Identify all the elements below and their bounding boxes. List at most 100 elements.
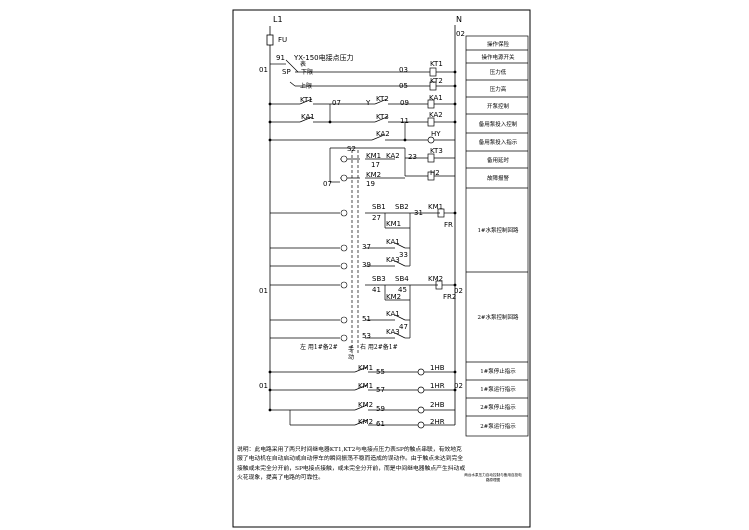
legend-item: 1#泵停止指示 bbox=[480, 369, 516, 375]
kt1-coil-label: KT1 bbox=[430, 60, 443, 68]
wire-59: 59 bbox=[376, 405, 385, 413]
hr2-label: 2HR bbox=[430, 418, 445, 426]
legend-item: 备用泵投入指示 bbox=[478, 140, 518, 146]
legend-item: 1#泵运行指示 bbox=[480, 387, 516, 393]
y-mark: Y bbox=[366, 99, 371, 107]
node-01-low: 01 bbox=[259, 382, 268, 390]
rail-label-n: N bbox=[456, 15, 462, 24]
ka1-contact-label: KA1 bbox=[301, 113, 315, 121]
sb2-label: SB2 bbox=[395, 203, 409, 211]
hb1-label: 1HB bbox=[430, 364, 445, 372]
fr2-label: FR2 bbox=[443, 293, 457, 301]
wire-05: 05 bbox=[399, 82, 408, 90]
sb1-label: SB1 bbox=[372, 203, 386, 211]
wire-19: 19 bbox=[366, 180, 375, 188]
wire-31: 31 bbox=[414, 209, 423, 217]
legend-item: 1#水泵控制回路 bbox=[477, 228, 519, 234]
wire-61: 61 bbox=[376, 420, 385, 428]
legend-item: 操作保险 bbox=[486, 41, 509, 48]
node-01-mid: 01 bbox=[259, 287, 268, 295]
wire-17: 17 bbox=[371, 161, 380, 169]
wire-41: 41 bbox=[372, 286, 381, 294]
gauge-sub-label: 表 bbox=[300, 61, 307, 68]
km2-coil-label: KM2 bbox=[428, 275, 444, 283]
wire-27: 27 bbox=[372, 214, 381, 222]
kt3-coil-label: KT3 bbox=[430, 147, 443, 155]
wire-51: 51 bbox=[362, 315, 371, 323]
ka2-contact-label: KA2 bbox=[376, 130, 390, 138]
legend-item: 2#泵运行指示 bbox=[480, 424, 516, 430]
legend-item: 2#水泵控制回路 bbox=[477, 315, 519, 321]
sp-label: SP bbox=[282, 68, 291, 76]
hr1-label: 1HR bbox=[430, 382, 445, 390]
legend-item: 故障报警 bbox=[486, 176, 509, 182]
wire-11: 11 bbox=[400, 117, 409, 125]
node-02-mid: 02 bbox=[454, 287, 463, 295]
upper-limit-label: 上限 bbox=[300, 83, 313, 90]
ka1-p1-label: KA1 bbox=[386, 238, 400, 246]
wire-37: 37 bbox=[362, 243, 371, 251]
legend-item: 压力高 bbox=[489, 86, 507, 93]
km2-ind-a: KM2 bbox=[358, 401, 374, 409]
wire-03: 03 bbox=[399, 66, 408, 74]
legend-item: 备用泵投入控制 bbox=[478, 121, 518, 128]
ka1-p2-label: KA1 bbox=[386, 310, 400, 318]
wire-39: 39 bbox=[362, 261, 371, 269]
h2-lamp-label: H2 bbox=[430, 169, 440, 177]
ka2-coil-label: KA2 bbox=[429, 111, 443, 119]
kt2-coil-label: KT2 bbox=[430, 77, 443, 85]
ka2-contact-b: KA2 bbox=[386, 152, 400, 160]
wire-47: 47 bbox=[399, 323, 408, 331]
wire-09: 09 bbox=[400, 99, 409, 107]
legend-item: 备用延时 bbox=[486, 157, 509, 164]
selector-switch-contacts bbox=[340, 155, 348, 342]
ka1-coil-label: KA1 bbox=[429, 94, 443, 102]
km1-ind-a: KM1 bbox=[358, 364, 374, 372]
kt2-contact-label: KT2 bbox=[376, 95, 389, 103]
sb3-label: SB3 bbox=[372, 275, 386, 283]
wire-91: 91 bbox=[276, 54, 285, 62]
wire-07b: 07 bbox=[323, 180, 332, 188]
kt3-contact-label: KT3 bbox=[376, 113, 389, 121]
sheet-border bbox=[232, 9, 531, 528]
lower-limit-label: 下限 bbox=[301, 69, 314, 76]
explanation-note: 说明：此电路采用了两只时间继电器KT1,KT2与电接点压力表SP的触点串联，有效… bbox=[237, 447, 466, 482]
sb4-label: SB4 bbox=[395, 275, 409, 283]
fuse-label: FU bbox=[278, 36, 288, 44]
wire-23: 23 bbox=[408, 153, 417, 161]
fr-label: FR bbox=[444, 221, 453, 229]
wire-07: 07 bbox=[332, 99, 341, 107]
node-02-top: 02 bbox=[456, 30, 465, 38]
title-stamp: 两台水泵压力自动控制与备用自投电路原理图 bbox=[464, 473, 522, 482]
km2-contact-a: KM2 bbox=[366, 171, 382, 179]
node-02-low: 02 bbox=[454, 382, 463, 390]
hy-lamp-label: HY bbox=[431, 130, 441, 138]
wire-55: 55 bbox=[376, 368, 385, 376]
switch-caption-left: 左 用1#备2# bbox=[300, 344, 338, 351]
legend-item: 2#泵停止指示 bbox=[480, 405, 516, 411]
legend-frame bbox=[465, 35, 529, 437]
switch-caption-right: 右 用2#备1# bbox=[360, 344, 398, 351]
rail-label-l1: L1 bbox=[273, 15, 283, 24]
km1-hold-label: KM1 bbox=[386, 220, 402, 228]
km1-contact-a: KM1 bbox=[366, 152, 382, 160]
km2-hold-label: KM2 bbox=[386, 293, 402, 301]
wire-33: 33 bbox=[399, 251, 408, 259]
s2-label: S2 bbox=[347, 145, 356, 153]
wire-57: 57 bbox=[376, 386, 385, 394]
switch-caption-mid: 手 动 bbox=[348, 346, 355, 361]
wire-53: 53 bbox=[362, 332, 371, 340]
ka3-p2-label: KA3 bbox=[386, 328, 400, 336]
pressure-gauge-label: YX-150电接点压力 bbox=[294, 54, 354, 62]
legend-item: 操作电源开关 bbox=[481, 54, 515, 61]
legend-item: 压力低 bbox=[489, 69, 507, 76]
legend-item: 开泵控制 bbox=[486, 103, 509, 110]
wire-45: 45 bbox=[398, 286, 407, 294]
circuit-rungs bbox=[270, 59, 455, 429]
left-rail bbox=[266, 26, 274, 410]
node-01-top: 01 bbox=[259, 66, 268, 74]
hb2-label: 2HB bbox=[430, 401, 445, 409]
ka3-p1-label: KA3 bbox=[386, 256, 400, 264]
km1-ind-b: KM1 bbox=[358, 382, 374, 390]
